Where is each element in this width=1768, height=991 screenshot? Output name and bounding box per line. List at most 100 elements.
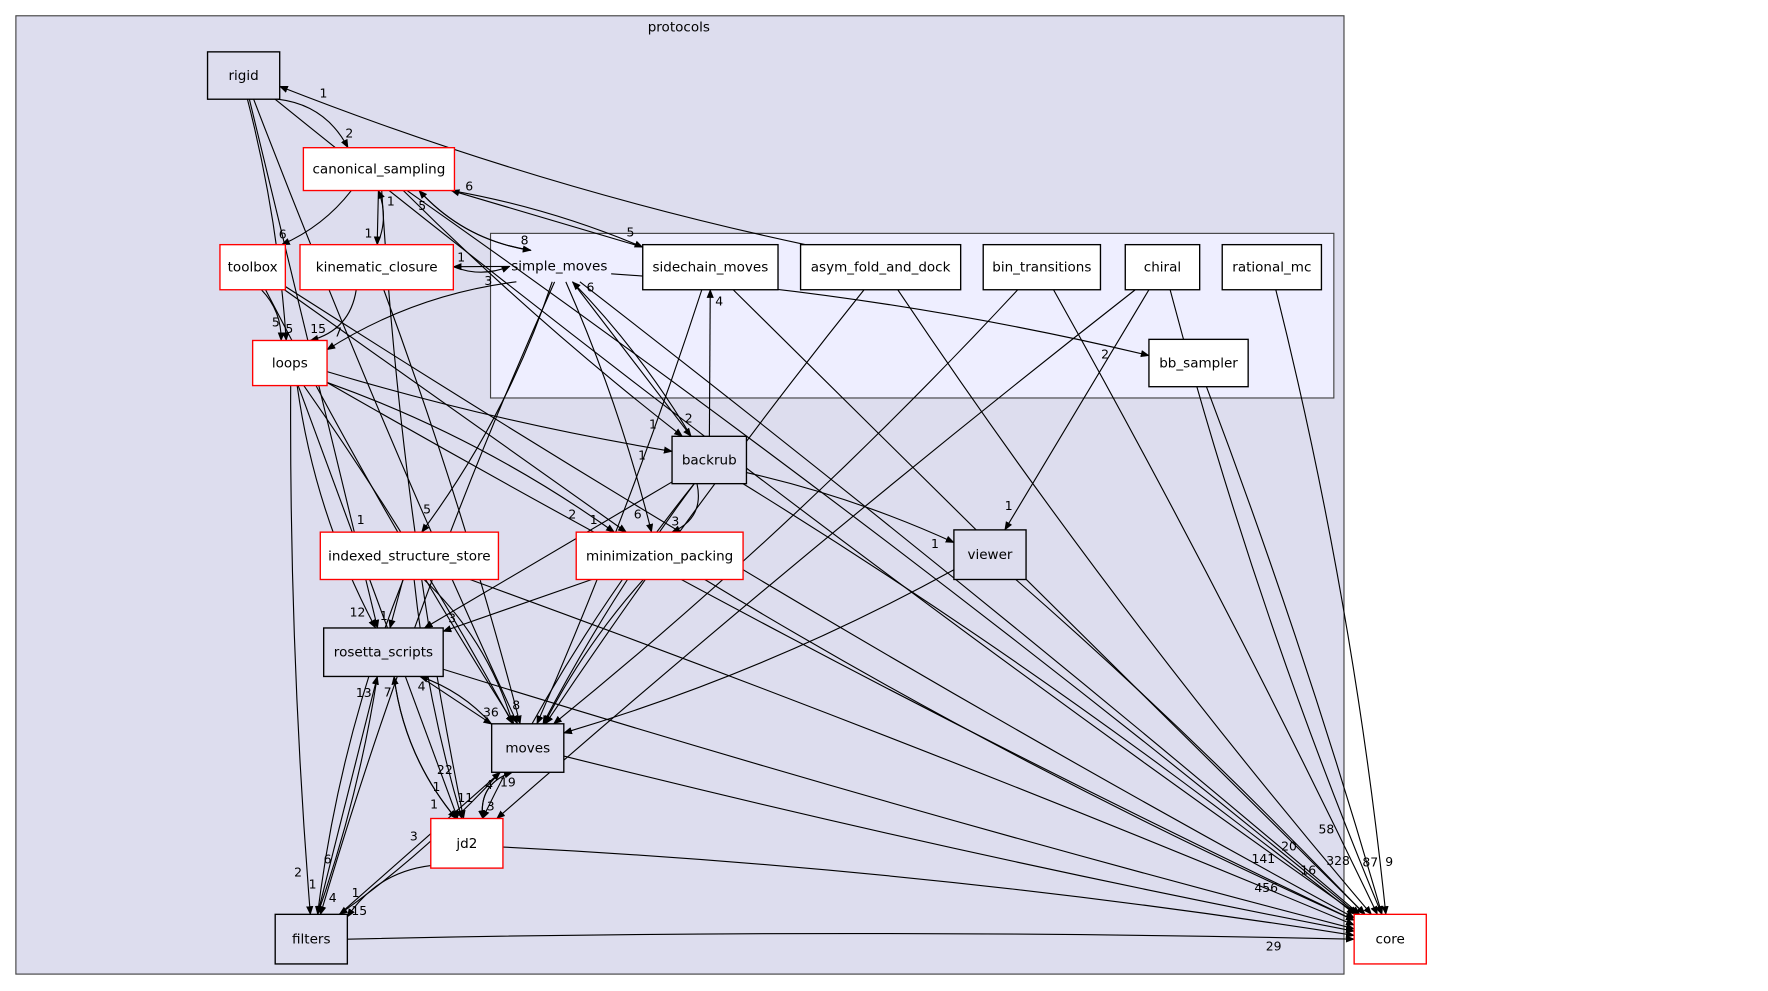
- edge-count-label[interactable]: 5: [418, 198, 426, 213]
- edge-jd2-to-moves[interactable]: [481, 771, 514, 819]
- edge-sidechain-moves-to-core[interactable]: [732, 289, 1366, 915]
- node-moves[interactable]: moves: [490, 723, 565, 773]
- edge-count-label[interactable]: 3: [484, 273, 492, 288]
- edge-jd2-to-filters[interactable]: [346, 864, 431, 918]
- edge-asym-fold-and-dock-to-core[interactable]: [897, 289, 1372, 916]
- edge-count-label[interactable]: 2: [294, 864, 302, 879]
- edge-rigid-to-loops[interactable]: [246, 99, 290, 342]
- edge-count-label[interactable]: 1: [309, 876, 317, 891]
- edge-count-label[interactable]: 1: [364, 226, 372, 241]
- edge-kinematic-closure-to-moves[interactable]: [383, 289, 522, 725]
- edge-count-label[interactable]: 1: [649, 417, 657, 432]
- edge-moves-to-rosetta-scripts[interactable]: [419, 675, 493, 725]
- edge-count-label[interactable]: 22: [437, 762, 453, 777]
- edge-filters-to-rosetta-scripts[interactable]: [316, 675, 379, 915]
- edge-count-label[interactable]: 5: [285, 321, 293, 336]
- edge-count-label[interactable]: 1: [352, 885, 360, 900]
- edge-asym-fold-and-dock-to-moves[interactable]: [545, 289, 865, 725]
- edge-toolbox-to-loops[interactable]: [260, 289, 285, 342]
- edge-count-label[interactable]: 1: [433, 779, 441, 794]
- edge-count-label[interactable]: 3: [448, 611, 456, 626]
- edge-count-label[interactable]: 4: [715, 293, 723, 308]
- node-asym-fold-and-dock[interactable]: asym_fold_and_dock: [799, 243, 962, 291]
- edge-backrub-to-viewer[interactable]: [746, 471, 955, 544]
- edge-count-label[interactable]: 12: [350, 604, 366, 619]
- edge-backrub-to-minimization-packing[interactable]: [671, 483, 699, 533]
- cluster-protocols[interactable]: protocols: [15, 15, 1345, 975]
- edge-count-label[interactable]: 87: [1362, 854, 1378, 869]
- edge-count-label[interactable]: 6: [634, 506, 642, 521]
- node-rosetta-scripts[interactable]: rosetta_scripts: [322, 627, 444, 678]
- edge-backrub-to-simple-moves[interactable]: [571, 281, 692, 437]
- edge-rigid-to-core[interactable]: [274, 98, 1359, 915]
- edge-rosetta-scripts-to-core[interactable]: [443, 668, 1356, 931]
- edge-simple-moves-to-filters[interactable]: [319, 281, 556, 916]
- edge-count-label[interactable]: 19: [500, 774, 516, 789]
- edge-chiral-to-jd2[interactable]: [496, 289, 1136, 820]
- edge-count-label[interactable]: 4: [418, 678, 426, 693]
- edge-moves-to-core[interactable]: [563, 755, 1356, 934]
- edge-count-label[interactable]: 1: [638, 447, 646, 462]
- node-core[interactable]: core: [1353, 913, 1427, 965]
- node-loops[interactable]: loops: [251, 339, 328, 387]
- edge-count-label[interactable]: 1: [319, 86, 327, 101]
- edge-filters-to-moves[interactable]: [338, 771, 501, 915]
- node-filters[interactable]: filters: [274, 913, 349, 965]
- node-viewer[interactable]: viewer: [953, 529, 1027, 581]
- edge-backrub-to-moves[interactable]: [542, 483, 695, 725]
- edge-minimization-packing-to-rosetta-scripts[interactable]: [442, 578, 592, 633]
- node-toolbox[interactable]: toolbox: [219, 243, 287, 291]
- edge-kinematic-closure-to-simple-moves[interactable]: [453, 265, 511, 273]
- edge-toolbox-to-core[interactable]: [285, 286, 1355, 919]
- edge-count-label[interactable]: 1: [357, 512, 365, 527]
- edge-count-label[interactable]: 6: [465, 178, 473, 193]
- edge-count-label[interactable]: 141: [1251, 851, 1275, 866]
- edge-count-label[interactable]: 9: [1385, 854, 1393, 869]
- edge-count-label[interactable]: 29: [1266, 938, 1282, 953]
- edge-backrub-to-sidechain-moves[interactable]: [706, 288, 714, 437]
- node-indexed-structure-store[interactable]: indexed_structure_store: [319, 531, 500, 581]
- edge-count-label[interactable]: 36: [483, 705, 499, 720]
- edge-count-label[interactable]: 5: [272, 314, 280, 329]
- edge-viewer-to-core[interactable]: [1015, 579, 1366, 915]
- edge-count-label[interactable]: 5: [627, 224, 635, 239]
- edge-count-label[interactable]: 7: [384, 685, 392, 700]
- edge-count-label[interactable]: 15: [351, 903, 367, 918]
- node-bin-transitions[interactable]: bin_transitions: [982, 243, 1102, 291]
- edge-rigid-to-moves[interactable]: [253, 99, 519, 725]
- edge-loops-to-rosetta-scripts[interactable]: [296, 385, 377, 629]
- node-jd2[interactable]: jd2: [430, 817, 504, 869]
- node-rigid[interactable]: rigid: [206, 51, 281, 100]
- edge-simple-moves-to-backrub[interactable]: [572, 281, 692, 438]
- edge-canonical-sampling-to-toolbox[interactable]: [280, 190, 352, 246]
- edge-viewer-to-moves[interactable]: [562, 569, 955, 735]
- edge-count-label[interactable]: 328: [1326, 853, 1350, 868]
- edge-count-label[interactable]: 8: [512, 698, 520, 713]
- edge-count-label[interactable]: 1: [387, 194, 395, 209]
- edge-sidechain-moves-to-canonical-sampling[interactable]: [450, 189, 643, 248]
- edge-count-label[interactable]: 3: [410, 828, 418, 843]
- edge-loops-to-jd2[interactable]: [297, 385, 459, 820]
- edge-kinematic-closure-to-loops[interactable]: [309, 289, 357, 342]
- edge-simple-moves-to-core[interactable]: [579, 281, 1361, 915]
- edge-indexed-structure-store-to-moves[interactable]: [423, 579, 514, 725]
- edge-count-label[interactable]: 6: [587, 280, 595, 295]
- edge-count-label[interactable]: 2: [345, 126, 353, 141]
- edge-loops-to-backrub[interactable]: [326, 371, 673, 454]
- edge-backrub-to-core[interactable]: [742, 483, 1356, 915]
- node-sidechain-moves[interactable]: sidechain_moves: [642, 243, 779, 291]
- edge-count-label[interactable]: 7: [334, 325, 342, 340]
- edge-count-label[interactable]: 16: [1300, 863, 1316, 878]
- edge-count-label[interactable]: 6: [324, 851, 332, 866]
- edge-count-label[interactable]: 2: [1101, 347, 1109, 362]
- edge-bb-sampler-to-core[interactable]: [1205, 386, 1384, 916]
- edge-count-label[interactable]: 15: [310, 321, 326, 336]
- node-backrub[interactable]: backrub: [671, 435, 748, 485]
- edge-chiral-to-viewer[interactable]: [1004, 289, 1150, 531]
- edge-bin-transitions-to-core[interactable]: [1053, 289, 1378, 916]
- edge-count-label[interactable]: 11: [457, 790, 473, 805]
- edge-loops-to-filters[interactable]: [290, 385, 314, 916]
- edge-rational-mc-to-core[interactable]: [1275, 289, 1389, 916]
- edge-count-label[interactable]: 1: [380, 608, 388, 623]
- edge-canonical-sampling-to-core[interactable]: [406, 190, 1359, 915]
